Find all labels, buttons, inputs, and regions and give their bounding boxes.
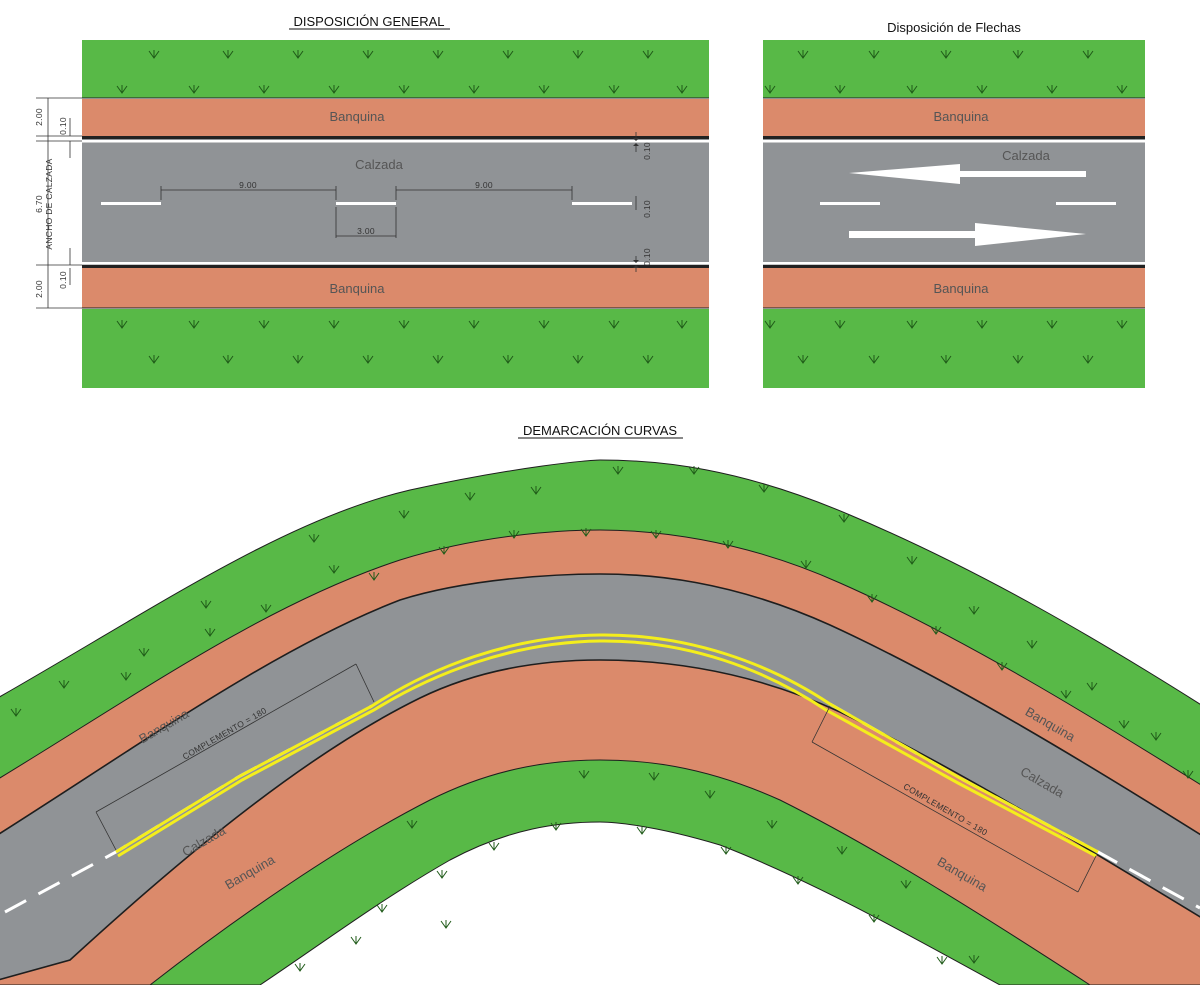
shoulder-width-top: 2.00 <box>34 108 44 126</box>
curve-shoulder-band <box>0 529 1200 985</box>
edge-dark <box>763 136 1145 139</box>
grass-top <box>82 40 709 98</box>
left-dimensions: 2.00 0.10 6.70 ANCHO DE CALZADA 0.10 2.0… <box>34 97 82 309</box>
title-curves: DEMARCACIÓN CURVAS <box>523 423 677 438</box>
roadway-label: Calzada <box>355 157 403 172</box>
shoulder-label-bottom: Banquina <box>934 281 990 296</box>
panel-arrows: Banquina Calzada Banquina <box>763 40 1145 388</box>
roadway-width: 6.70 <box>34 195 44 213</box>
grass-bottom <box>763 309 1145 388</box>
edge-width-bottom: 0.10 <box>58 271 68 289</box>
edge-width-right-top: 0.10 <box>642 142 652 160</box>
curve-roadway-band <box>0 573 1200 981</box>
dash-length-label: 3.00 <box>357 226 375 236</box>
gap-dimension-right: 9.00 <box>395 180 573 200</box>
shoulder-width-bottom: 2.00 <box>34 280 44 298</box>
panel-curves: COMPLEMENTO = 180 COMPLEMENTO = 180 Banq… <box>0 459 1200 985</box>
edge-line-bottom <box>763 262 1145 265</box>
edge-dark <box>763 265 1145 268</box>
grass-top <box>763 40 1145 98</box>
gap-dimension-left: 9.00 <box>160 180 337 200</box>
center-dash-line-right <box>829 702 1200 910</box>
arrow-right-marking <box>849 223 1086 246</box>
center-dash <box>101 202 161 205</box>
shoulder-top <box>763 99 1145 136</box>
panel-general: Banquina Calzada Banquina 9.00 9.00 3.00… <box>34 40 709 388</box>
shoulder-top <box>82 99 709 136</box>
center-dash <box>1056 202 1116 205</box>
arrow-left-marking <box>849 164 1086 184</box>
edge-width-right-bottom: 0.10 <box>642 248 652 266</box>
shoulder-label-top: Banquina <box>934 109 990 124</box>
edge-width-top: 0.10 <box>58 117 68 135</box>
no-passing-line-outer <box>115 633 1099 854</box>
center-dash <box>336 202 396 205</box>
no-passing-line-inner <box>117 639 1097 858</box>
grass-bottom <box>82 309 709 388</box>
edge-line-top <box>763 140 1145 143</box>
center-dash <box>572 202 632 205</box>
gap-length-label: 9.00 <box>239 180 257 190</box>
shoulder-label-top: Banquina <box>330 109 386 124</box>
gap-length-label: 9.00 <box>475 180 493 190</box>
right-dimensions: 0.10 0.10 0.10 <box>633 132 652 272</box>
shoulder-bottom <box>82 268 709 308</box>
dash-dimension: 3.00 <box>335 207 397 238</box>
center-dash <box>820 202 880 205</box>
roadway-width-caption: ANCHO DE CALZADA <box>44 158 54 249</box>
edge-dark <box>82 265 709 268</box>
roadway-label: Calzada <box>1002 148 1050 163</box>
center-width-right: 0.10 <box>642 200 652 218</box>
edge-line-bottom <box>82 262 709 265</box>
title-arrows: Disposición de Flechas <box>887 20 1021 35</box>
shoulder-label-bottom: Banquina <box>330 281 386 296</box>
edge-line-top <box>82 140 709 143</box>
edge-dark <box>82 136 709 139</box>
title-general: DISPOSICIÓN GENERAL <box>294 14 445 29</box>
shoulder-bottom <box>763 268 1145 308</box>
